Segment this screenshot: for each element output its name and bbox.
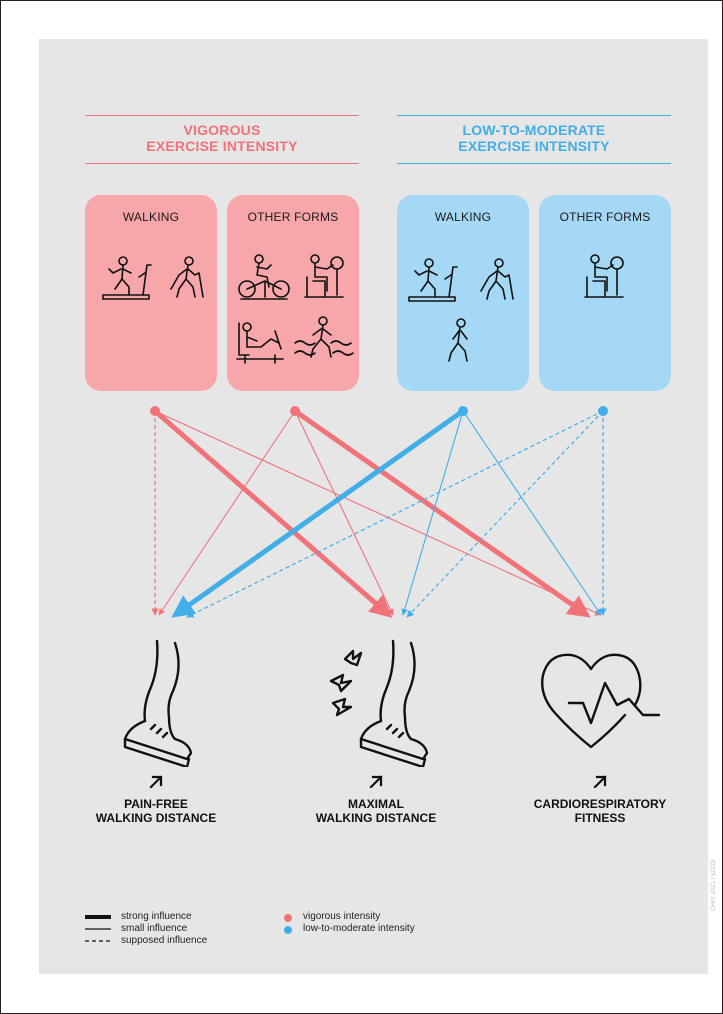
watermark: OHIV 2021 | 52223 <box>711 859 717 911</box>
source-dot-vig-other <box>290 406 300 416</box>
low-header-line2: EXERCISE INTENSITY <box>458 138 610 154</box>
vigorous-header-bottom-line <box>85 163 359 164</box>
source-dot-vig-walking <box>150 406 160 416</box>
arm-ergometer-icon-low <box>584 254 624 298</box>
vigorous-header-top-line <box>85 115 359 116</box>
box-vigorous-other: OTHER FORMS <box>227 195 359 391</box>
box-vigorous-walking: WALKING <box>85 195 217 391</box>
outcome-cardio: CARDIORESPIRATORY FITNESS <box>500 797 700 825</box>
arrow-up-right-icon-cardio <box>593 775 607 789</box>
outcome-cardio-line2: FITNESS <box>574 811 626 825</box>
nordic-walker-icon-low <box>480 258 514 300</box>
treadmill-walker-icon <box>102 256 152 300</box>
arrow-vigother-maximal <box>294 410 394 616</box>
exercise-bike-icon <box>238 254 290 300</box>
legend-low: low-to-moderate intensity <box>303 923 415 934</box>
legend-supposed: supposed influence <box>121 935 208 946</box>
low-header-top-line <box>397 115 671 116</box>
legend-dot-vigorous <box>284 914 292 922</box>
arm-ergometer-icon <box>304 254 344 298</box>
box-low-other: OTHER FORMS <box>539 195 671 391</box>
legend-small: small influence <box>121 923 188 934</box>
arrow-lowwalk-cardio <box>462 410 602 616</box>
arrow-lowwalk-painfree <box>171 408 465 618</box>
arrow-vigwalk-maximal <box>153 409 393 618</box>
influence-arrows <box>150 406 608 618</box>
infographic-panel: VIGOROUS EXERCISE INTENSITY LOW-TO-MODER… <box>39 39 717 974</box>
outcome-pain-free: PAIN-FREE WALKING DISTANCE <box>56 797 256 825</box>
vigorous-header-line1: VIGOROUS <box>183 122 261 138</box>
arrow-lowwalk-maximal <box>401 410 464 616</box>
outcome-pain-free-line1: PAIN-FREE <box>124 797 188 811</box>
source-dot-low-other <box>598 406 608 416</box>
box-vigorous-walking-label: WALKING <box>122 210 180 224</box>
box-low-walking: WALKING <box>397 195 529 391</box>
arrow-vigother-painfree <box>158 410 296 616</box>
outcome-maximal-line2: WALKING DISTANCE <box>315 811 437 825</box>
legend-dot-low <box>284 926 292 934</box>
box-low-walking-label: WALKING <box>434 210 492 224</box>
painful-leg-shoe-icon <box>329 639 429 767</box>
low-header-line1: LOW-TO-MODERATE <box>462 122 606 138</box>
arrow-vigother-cardio <box>293 408 591 618</box>
outcome-maximal: MAXIMAL WALKING DISTANCE <box>276 797 476 825</box>
vigorous-header: VIGOROUS EXERCISE INTENSITY <box>85 122 359 154</box>
source-dot-low-walking <box>458 406 468 416</box>
treadmill-walker-icon-low <box>408 258 458 302</box>
box-low-other-label: OTHER FORMS <box>559 210 651 224</box>
arrow-lowother-maximal <box>406 410 604 618</box>
outcome-cardio-line1: CARDIORESPIRATORY <box>533 797 667 811</box>
water-walking-icon <box>294 316 354 358</box>
legend-line-small <box>85 928 111 930</box>
leg-shoe-icon <box>123 639 193 767</box>
legend-line-strong <box>85 915 111 919</box>
low-header-bottom-line <box>397 163 671 164</box>
legend-vigorous: vigorous intensity <box>303 911 381 922</box>
walking-person-icon <box>448 318 468 362</box>
arrow-up-right-icon-painfree <box>149 775 163 789</box>
outcome-maximal-line1: MAXIMAL <box>348 797 404 811</box>
arrow-up-right-icon-maximal <box>369 775 383 789</box>
box-vigorous-other-label: OTHER FORMS <box>247 210 339 224</box>
arrow-vigwalk-cardio <box>154 410 602 616</box>
legend-strong: strong influence <box>121 911 192 922</box>
arrow-lowother-painfree <box>186 410 604 618</box>
outcome-pain-free-line2: WALKING DISTANCE <box>95 811 217 825</box>
nordic-walker-icon <box>170 256 204 298</box>
heart-pulse-icon <box>541 653 661 749</box>
vigorous-header-line2: EXERCISE INTENSITY <box>146 138 298 154</box>
leg-press-icon <box>236 322 284 364</box>
legend-line-supposed <box>85 940 111 942</box>
low-header: LOW-TO-MODERATE EXERCISE INTENSITY <box>397 122 671 154</box>
